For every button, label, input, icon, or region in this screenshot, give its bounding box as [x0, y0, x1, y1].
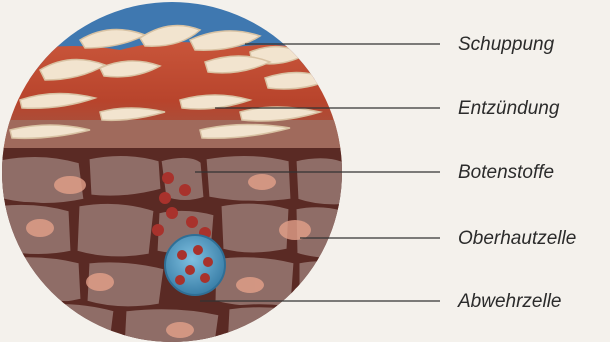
- immune-cell: [165, 235, 225, 295]
- label-oberhautzelle: Oberhautzelle: [458, 229, 576, 248]
- label-entzuendung: Entzündung: [458, 99, 559, 118]
- label-abwehrzelle: Abwehrzelle: [458, 292, 562, 311]
- skin-illustration: [0, 0, 350, 342]
- label-schuppung: Schuppung: [458, 35, 554, 54]
- label-botenstoffe: Botenstoffe: [458, 163, 554, 182]
